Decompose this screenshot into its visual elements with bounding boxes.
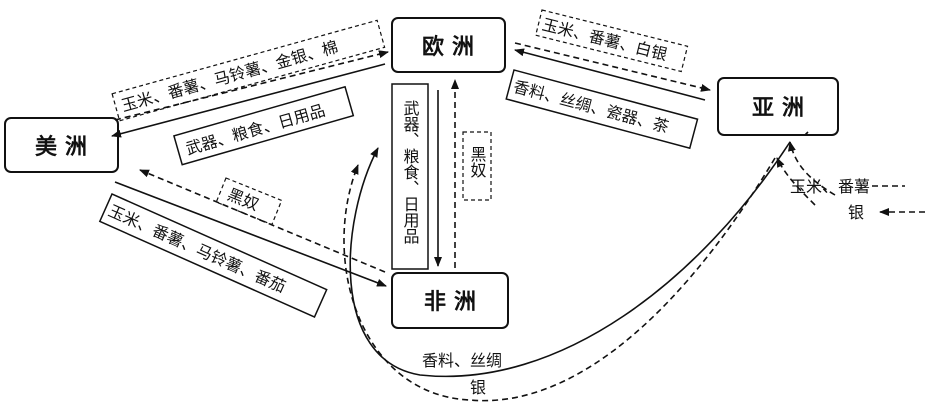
label-europe-to-asia: 玉米、番薯、白银 xyxy=(534,9,689,73)
region-asia-label: 亚洲 xyxy=(752,95,812,121)
region-america: 美洲 xyxy=(4,117,119,173)
region-europe: 欧洲 xyxy=(391,17,506,73)
region-america-label: 美洲 xyxy=(35,134,95,160)
arrow-africa-to-america xyxy=(139,169,386,273)
label-africa-to-europe: 黑奴 xyxy=(462,131,492,201)
arrow-europe-to-asia xyxy=(514,42,711,92)
region-africa: 非洲 xyxy=(391,272,509,329)
label-asia-incoming-crops: 玉米、番薯 xyxy=(790,177,870,196)
label-silver-curve: 银 xyxy=(470,378,486,397)
curve-asia-to-europe-solid xyxy=(349,141,791,378)
arrow-incoming-silver xyxy=(776,157,816,206)
svg-text:黑奴: 黑奴 xyxy=(225,185,262,215)
svg-text:玉米、番薯、白银: 玉米、番薯、白银 xyxy=(540,15,669,64)
arrow-america-to-europe xyxy=(114,50,389,121)
region-europe-label: 欧洲 xyxy=(422,34,482,60)
arrow-incoming-crops xyxy=(788,141,836,196)
arrow-europe-to-america xyxy=(111,63,386,138)
curve-end-stub xyxy=(804,131,809,136)
label-asia-incoming-silver: 银 xyxy=(848,203,864,222)
region-asia: 亚洲 xyxy=(717,77,839,136)
label-europe-to-africa: 武器、粮食、日用品 xyxy=(391,83,429,270)
svg-text:黑奴: 黑奴 xyxy=(468,146,487,178)
svg-text:武器、粮食、日用品: 武器、粮食、日用品 xyxy=(401,100,420,244)
label-africa-to-america: 黑奴 xyxy=(215,177,283,226)
arrow-asia-to-europe xyxy=(514,48,706,101)
label-asia-to-europe: 香料、丝绸、瓷器、茶 xyxy=(505,69,699,150)
label-america-to-europe: 玉米、番薯、马铃薯、金银、棉 xyxy=(111,19,386,122)
svg-text:玉米、番薯、马铃薯、金银、棉: 玉米、番薯、马铃薯、金银、棉 xyxy=(119,37,340,115)
label-spice-silk-curve: 香料、丝绸 xyxy=(422,351,502,370)
arrow-america-to-africa xyxy=(114,181,387,287)
label-america-to-africa: 玉米、番薯、马铃薯、番茄 xyxy=(98,193,328,318)
region-africa-label: 非洲 xyxy=(424,289,484,315)
curve-silver-dashed xyxy=(343,157,776,402)
svg-text:玉米、番薯、马铃薯、番茄: 玉米、番薯、马铃薯、番茄 xyxy=(105,201,288,296)
